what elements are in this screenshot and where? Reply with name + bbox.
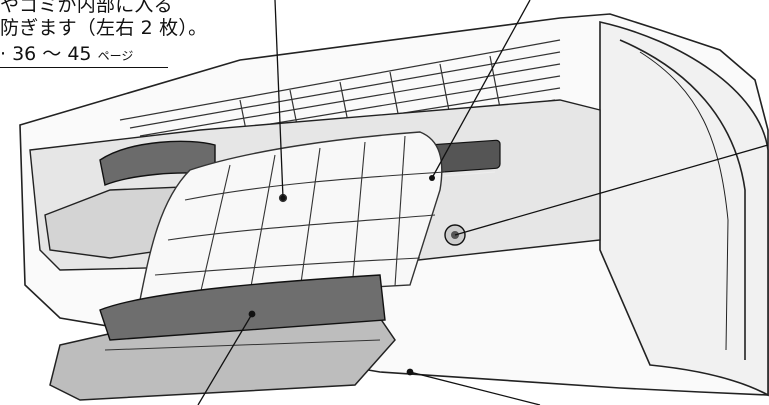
page-reference-unit: ページ [97,49,134,63]
callout-text-line2: 防ぎます（左右 2 枚）。 [0,17,208,39]
leader-lines [197,0,769,405]
lower-front-door [49,274,396,401]
callout-text-line1: やゴミが内部に入る [0,0,173,16]
callout-dot-right [429,175,435,181]
callout-dot-bottom [406,368,414,376]
page-reference-range: · 36 〜 45 [0,43,92,65]
mesh-filter [139,131,446,301]
page-reference: · 36 〜 45 ページ [0,43,168,68]
